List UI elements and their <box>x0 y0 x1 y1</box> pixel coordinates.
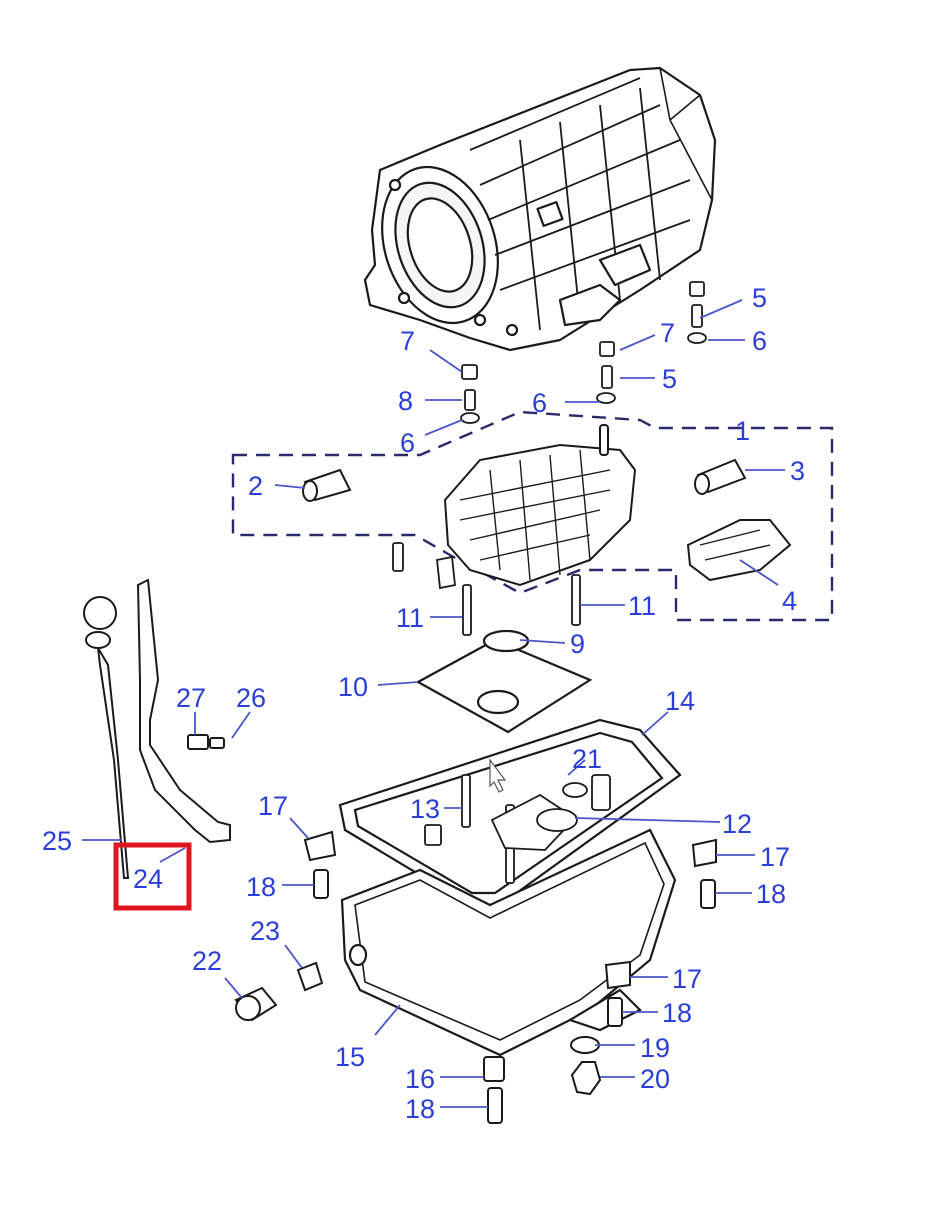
cursor-icon <box>489 758 507 793</box>
callout-14: 14 <box>665 686 695 716</box>
callout-2: 2 <box>248 471 263 501</box>
callout-24: 24 <box>133 864 163 894</box>
callout-22: 22 <box>192 946 222 976</box>
callout-3: 3 <box>790 456 805 486</box>
highlight-box-part-24 <box>113 842 192 911</box>
callout-6-left: 6 <box>400 428 415 458</box>
callout-20: 20 <box>640 1064 670 1094</box>
pan-internals <box>424 774 611 884</box>
valve-body <box>443 424 637 587</box>
callout-21: 21 <box>572 744 602 774</box>
callout-1: 1 <box>735 416 750 446</box>
callout-17-right: 17 <box>760 842 790 872</box>
callout-18-left: 18 <box>246 872 276 902</box>
callout-17-left: 17 <box>258 791 288 821</box>
callout-26: 26 <box>236 683 266 713</box>
callout-25: 25 <box>42 826 72 856</box>
callout-18-lower-right: 18 <box>662 998 692 1028</box>
filter-10 <box>415 629 593 734</box>
callout-11-right: 11 <box>628 591 656 621</box>
valve-body-boundary <box>231 410 834 622</box>
pan-gasket-14 <box>338 718 682 907</box>
callout-27: 27 <box>176 683 206 713</box>
callout-8: 8 <box>398 386 413 416</box>
callout-18-right: 18 <box>756 879 786 909</box>
spring-parts <box>460 281 707 424</box>
leader-lines <box>82 299 785 1108</box>
transmission-case <box>363 66 717 352</box>
callout-9: 9 <box>570 629 585 659</box>
solenoid-2 <box>302 468 352 502</box>
callout-19: 19 <box>640 1033 670 1063</box>
callout-13: 13 <box>410 794 440 824</box>
callout-labels: 1 2 3 4 5 5 6 6 6 7 7 8 9 10 11 11 12 13… <box>42 283 805 1124</box>
callout-17-lower: 17 <box>672 964 702 994</box>
callout-12: 12 <box>722 809 752 839</box>
dipstick-assembly <box>83 578 231 879</box>
loose-parts <box>234 830 717 1124</box>
solenoid-4 <box>686 519 792 582</box>
callout-18-bottom: 18 <box>405 1094 435 1124</box>
callout-15: 15 <box>335 1042 365 1072</box>
callout-6-middle: 6 <box>532 388 547 418</box>
callout-6-right: 6 <box>752 326 767 356</box>
callout-5-lower: 5 <box>662 364 677 394</box>
callout-5-upper: 5 <box>752 283 767 313</box>
callout-11-left: 11 <box>396 603 424 633</box>
callout-16: 16 <box>405 1064 435 1094</box>
callout-7-left: 7 <box>400 326 415 356</box>
callout-4: 4 <box>782 586 797 616</box>
callout-7-right: 7 <box>660 318 675 348</box>
bolts-11 <box>392 542 581 636</box>
callout-23: 23 <box>250 916 280 946</box>
solenoid-3 <box>694 458 747 495</box>
callout-10: 10 <box>338 672 368 702</box>
